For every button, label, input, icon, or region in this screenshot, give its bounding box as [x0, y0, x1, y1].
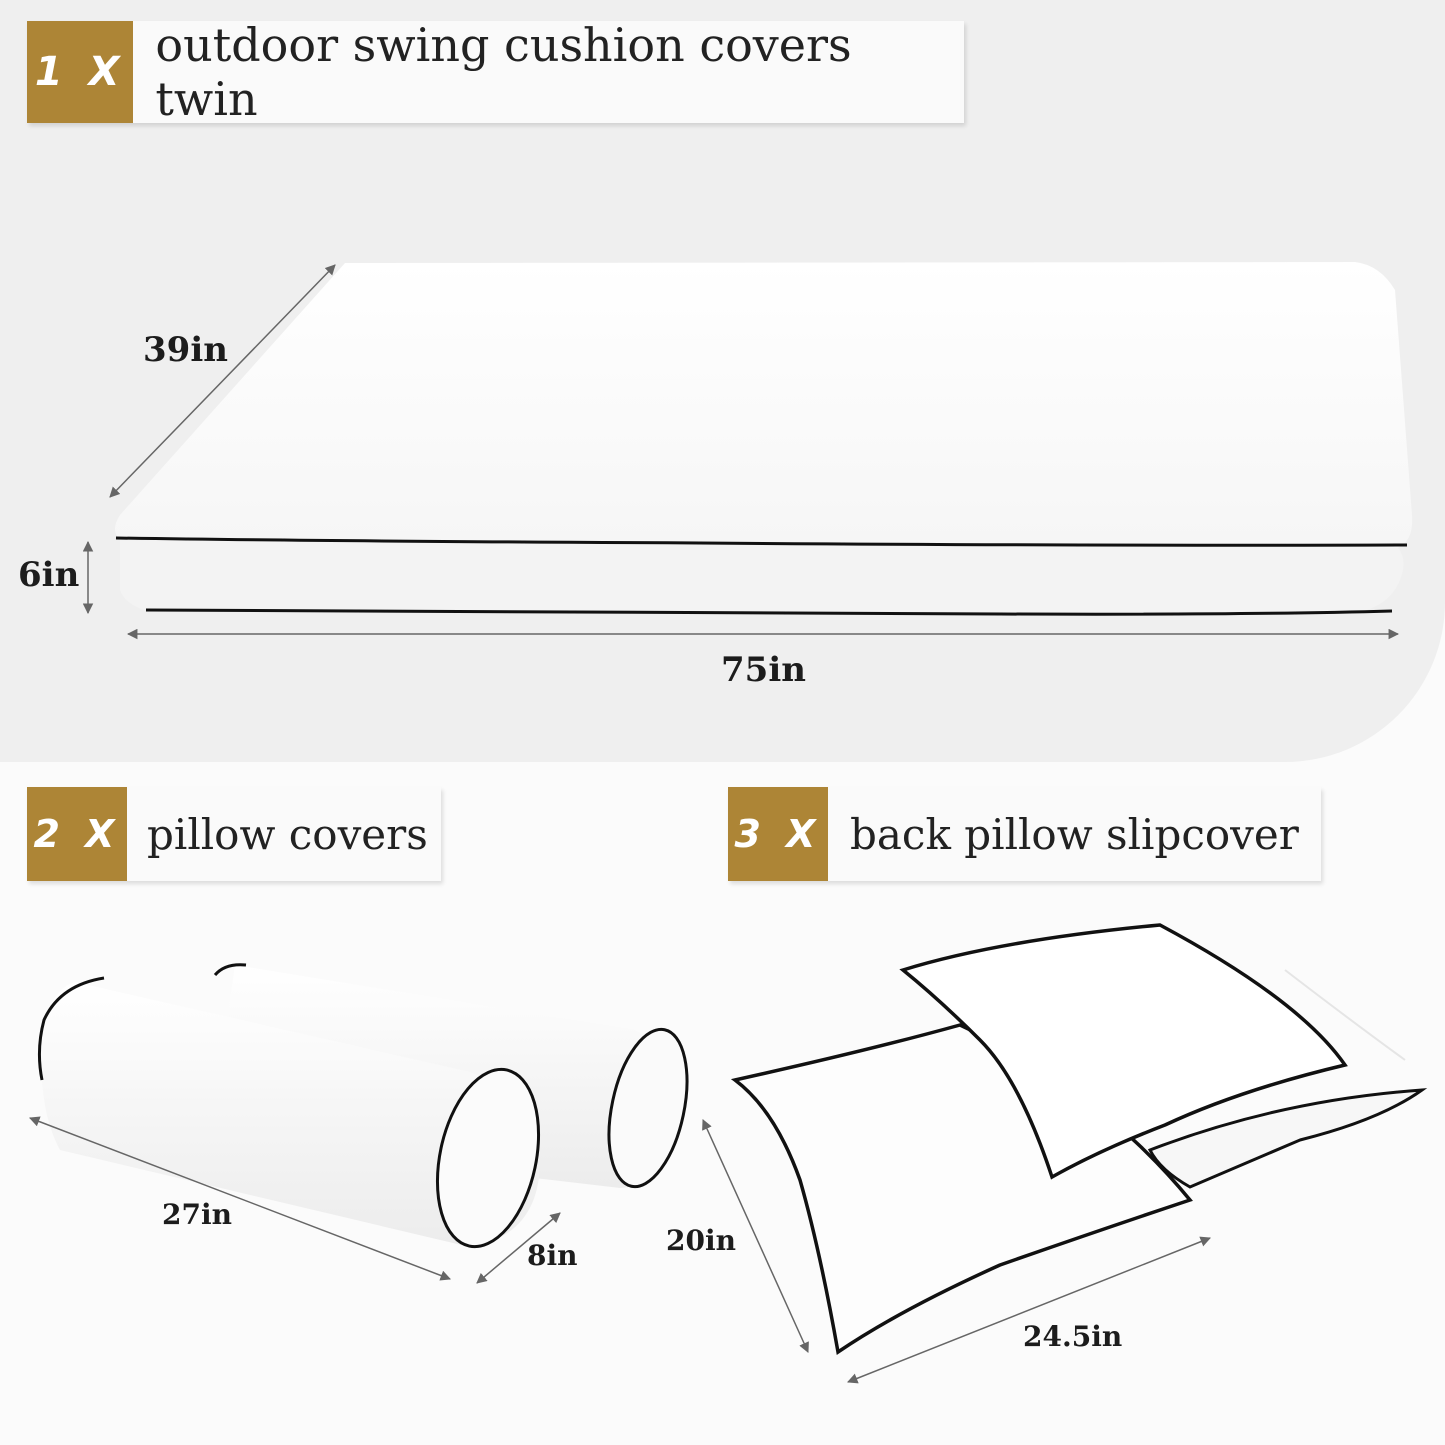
- cushion-depth-arrow: [109, 264, 336, 498]
- cushion-height-label: 6in: [18, 555, 80, 595]
- seat-cushion-image: [115, 262, 1413, 616]
- pillow-width-arrow: [847, 1236, 1211, 1384]
- square-pillows-image: [730, 923, 1428, 1355]
- item-title: pillow covers: [147, 809, 428, 859]
- cushion-depth-label: 39in: [143, 330, 228, 370]
- pillow-height-label: 20in: [666, 1224, 736, 1257]
- item-title: back pillow slipcover: [850, 809, 1299, 859]
- cushion-width-label: 75in: [721, 650, 806, 690]
- item-label-pillow-covers: 2 X pillow covers: [27, 787, 441, 881]
- item-title: outdoor swing cushion covers twin: [155, 18, 852, 126]
- bolster-pillows-image: [37, 963, 689, 1249]
- bolster-length-arrow: [29, 1116, 451, 1281]
- quantity-badge: 2 X: [27, 787, 127, 881]
- item-label-cushion: 1 X outdoor swing cushion covers twin: [27, 18, 964, 126]
- bolster-length-label: 27in: [162, 1198, 232, 1231]
- quantity-badge: 3 X: [728, 787, 828, 881]
- pillow-width-label: 24.5in: [1023, 1320, 1123, 1353]
- pillow-height-arrow: [702, 1119, 809, 1353]
- item-label-back-pillow: 3 X back pillow slipcover: [728, 787, 1321, 881]
- quantity-badge: 1 X: [27, 21, 134, 123]
- bolster-diameter-label: 8in: [527, 1239, 578, 1272]
- bolster-diameter-arrow: [476, 1212, 561, 1284]
